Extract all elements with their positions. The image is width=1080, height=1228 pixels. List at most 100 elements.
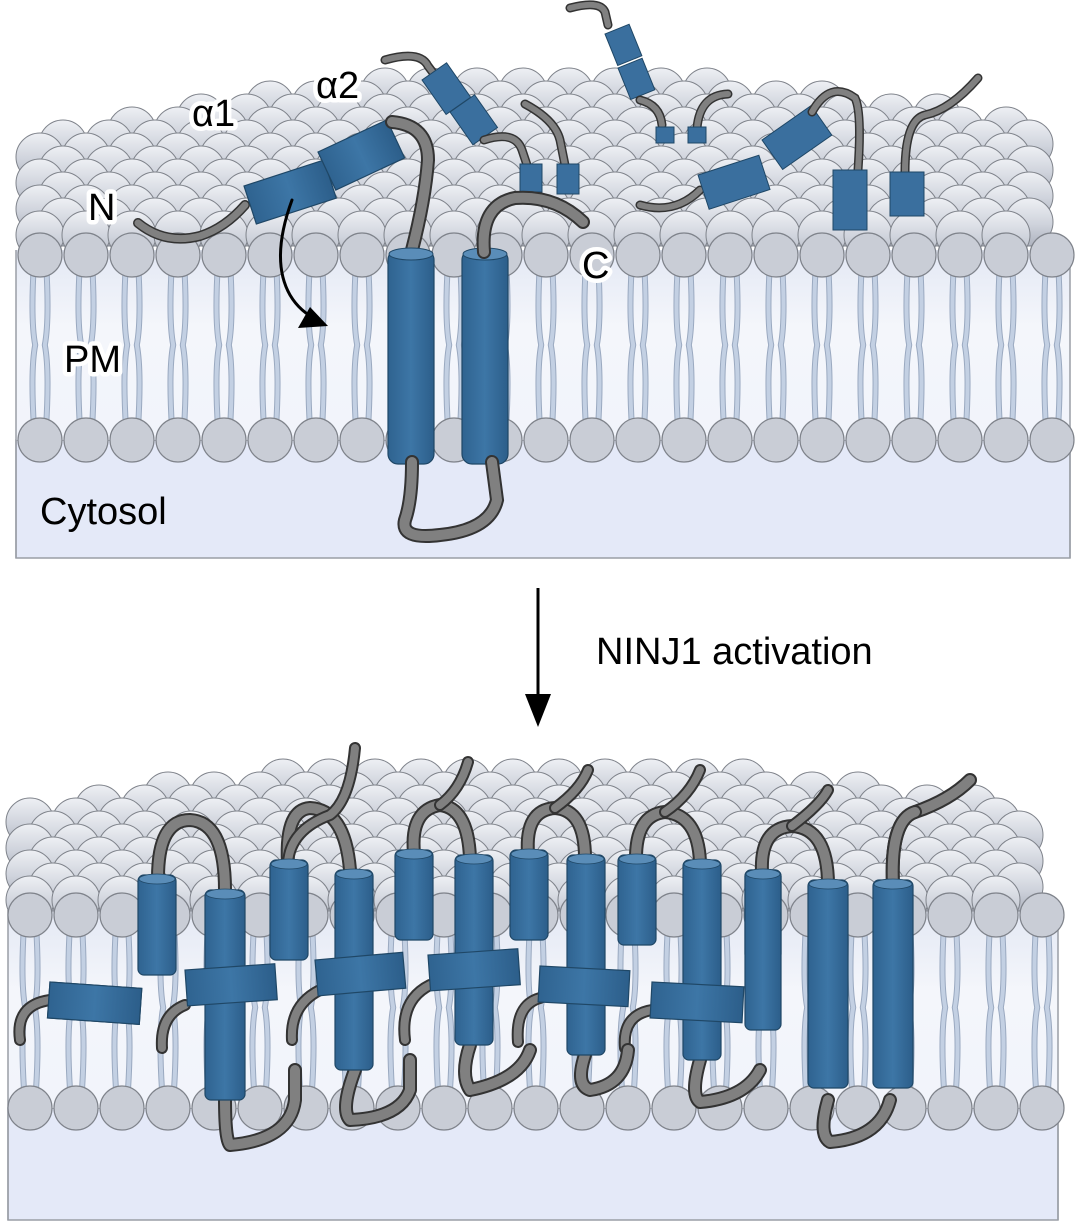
lipid-head (973, 1085, 1019, 1131)
label-cytosol: Cytosol (40, 491, 167, 533)
lipid-head (109, 417, 155, 463)
lipid-head (661, 417, 707, 463)
lipid-tail (1032, 923, 1040, 1092)
lipid-head (421, 1085, 467, 1131)
loop (284, 744, 359, 867)
ninj1-oligomer-filament (13, 742, 977, 1152)
lipid-tail (548, 260, 556, 430)
loop (400, 981, 434, 1044)
lipid-head (513, 1085, 559, 1131)
lipid-head (743, 1085, 789, 1131)
lipid-tail (630, 923, 638, 1092)
lipid-head (201, 417, 247, 463)
lipid-tail (674, 260, 682, 430)
amphipathic-helix (649, 981, 745, 1024)
lipid-head (63, 232, 109, 278)
lipid-tail (1054, 260, 1062, 430)
lipid-head (799, 417, 845, 463)
lipid-head (753, 417, 799, 463)
tm2-helix-cap (335, 868, 373, 880)
lipid-tail (272, 260, 280, 430)
lipid-head (661, 232, 707, 278)
lipid-head (63, 417, 109, 463)
lipid-head (53, 892, 99, 938)
lipid-head (891, 417, 937, 463)
loop (436, 758, 472, 809)
lipid-tail (998, 923, 1006, 1092)
lipid-tail (870, 260, 878, 430)
insertion-arrow-head (298, 307, 328, 328)
tm2-helix (872, 879, 914, 1089)
lipid-head (891, 232, 937, 278)
amphipathic-helix (184, 963, 278, 1007)
insertion-arrow (278, 198, 320, 322)
lipid-tail (732, 260, 740, 430)
ninj1-monomer-inactive (133, 115, 590, 543)
tm1-helix (807, 879, 849, 1089)
lipid-tail (1008, 260, 1016, 430)
tm2-helix-cap (873, 878, 913, 890)
lipid-tail (260, 260, 268, 430)
loop (153, 815, 230, 895)
top-lipid-tails (29, 259, 1063, 431)
lipid-tail (444, 260, 452, 430)
lipid-head (973, 892, 1019, 938)
lipid-tail (88, 260, 96, 430)
lipid-tail (940, 923, 948, 1092)
lipid-head (569, 417, 615, 463)
lipid-head (927, 1085, 973, 1131)
lipid-head (799, 232, 845, 278)
transition: NINJ1 activation (525, 588, 873, 727)
lipid-tail (594, 260, 602, 430)
amphipathic-helix (427, 948, 521, 992)
alpha2-helix (317, 119, 406, 191)
lipid-tail (686, 260, 694, 430)
loop (282, 803, 355, 875)
lipid-head (983, 417, 1029, 463)
tm1-helix-cap (618, 853, 656, 865)
loop (460, 1040, 535, 1095)
tm1-helix (394, 849, 434, 941)
tm1-helix-cap (808, 878, 848, 890)
loop (551, 766, 592, 812)
lipid-head (155, 417, 201, 463)
lipid-head (605, 1085, 651, 1131)
lipid-head (339, 417, 385, 463)
lipid-tail (640, 260, 648, 430)
loop (287, 986, 324, 1044)
loop (887, 807, 920, 890)
loop (15, 996, 54, 1044)
tm1-helix (617, 854, 657, 946)
loop (818, 1095, 895, 1147)
lipid-head (937, 417, 983, 463)
tm1-helix-cap (510, 848, 548, 860)
lipid-tail (778, 260, 786, 430)
lipid-head (17, 232, 63, 278)
tm1-helix-cap (395, 848, 433, 860)
lipid-head (53, 1085, 99, 1131)
lipid-tail (582, 260, 590, 430)
lipid-tail (352, 260, 360, 430)
lipid-tail (318, 260, 326, 430)
tm1-helix (509, 849, 549, 941)
lipid-tail (904, 260, 912, 430)
top-panel: α1 α2 N C PM Cytosol (15, 0, 1075, 559)
lipid-head (99, 1085, 145, 1131)
lipid-head (1029, 417, 1075, 463)
lipid-tail (848, 923, 856, 1092)
top-inner-leaflet-heads (17, 417, 1075, 463)
lipid-head (247, 232, 293, 278)
activation-label: NINJ1 activation (596, 631, 873, 673)
tm1-helix (269, 859, 309, 961)
loop (788, 786, 832, 830)
bottom-panel (5, 742, 1065, 1221)
lipid-tail (916, 260, 924, 430)
lipid-head (1019, 1085, 1065, 1131)
tm1-helix-cap (270, 858, 308, 870)
loop (690, 1055, 765, 1107)
lipid-head (17, 417, 63, 463)
lipid-tail (952, 923, 960, 1092)
lipid-head (201, 232, 247, 278)
lipid-head (753, 232, 799, 278)
tm2-helix (744, 869, 782, 1031)
